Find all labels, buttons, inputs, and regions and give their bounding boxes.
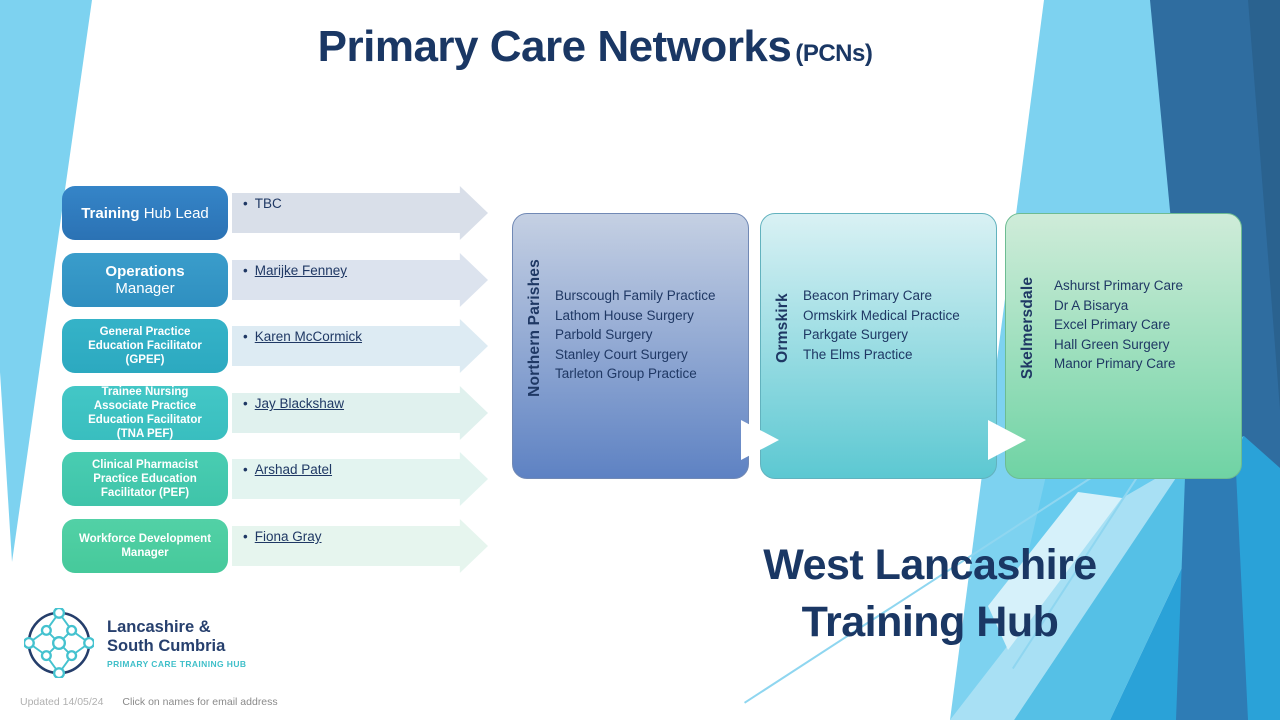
- role-arrow: • Fiona Gray: [232, 519, 488, 573]
- bullet-icon: •: [243, 196, 248, 211]
- pcn-label: Skelmersdale: [1019, 276, 1036, 379]
- practice-item: Stanley Court Surgery: [555, 346, 688, 362]
- practice-item: Dr A Bisarya: [1054, 297, 1129, 313]
- role-arrow: • Karen McCormick: [232, 319, 488, 373]
- role-row-workforce-development-manager: Workforce Development Manager • Fiona Gra…: [62, 519, 492, 573]
- role-row-tna-pef: Trainee Nursing Associate Practice Educa…: [62, 386, 492, 440]
- logo-name-line-1: Lancashire &: [107, 617, 211, 636]
- role-arrow: • Jay Blackshaw: [232, 386, 488, 440]
- person-name: TBC: [254, 196, 282, 211]
- bullet-icon: •: [243, 329, 248, 344]
- role-label: Training Hub Lead: [81, 204, 209, 222]
- page-title: Primary Care Networks (PCNs): [230, 22, 960, 72]
- role-arrow: • Marijke Fenney: [232, 253, 488, 307]
- logo-name-line-2: South Cumbria: [107, 636, 226, 655]
- practice-item: Excel Primary Care: [1054, 317, 1171, 332]
- subtitle: West Lancashire Training Hub: [700, 537, 1160, 651]
- bullet-icon: •: [243, 529, 248, 544]
- subtitle-line-2: Training Hub: [801, 598, 1059, 646]
- bullet-icon: •: [243, 396, 248, 411]
- role-label: General Practice Education Facilitator (…: [88, 326, 202, 366]
- person-name-link[interactable]: Karen McCormick: [254, 329, 363, 344]
- person-name-link[interactable]: Jay Blackshaw: [254, 396, 345, 411]
- role-row-clinical-pharmacist-pef: Clinical Pharmacist Practice Education F…: [62, 452, 492, 506]
- subtitle-line-1: West Lancashire: [763, 541, 1097, 589]
- role-label: Workforce Development Manager: [78, 533, 212, 559]
- practice-item: Hall Green Surgery: [1054, 336, 1170, 352]
- practice-item: The Elms Practice: [803, 346, 913, 362]
- practice-item: Beacon Primary Care: [803, 288, 933, 303]
- practice-list: Burscough Family Practice Lathom House S…: [555, 286, 716, 384]
- page-title-main: Primary Care Networks: [317, 22, 792, 71]
- role-box: Training Hub Lead: [62, 186, 228, 240]
- footer: Updated 14/05/24 Click on names for emai…: [20, 696, 278, 708]
- practice-list: Beacon Primary Care Ormskirk Medical Pra…: [803, 286, 960, 364]
- person-name-link[interactable]: Arshad Patel: [254, 462, 333, 477]
- role-arrow: • Arshad Patel: [232, 452, 488, 506]
- role-row-operations-manager: Operations Manager • Marijke Fenney: [62, 253, 492, 307]
- logo-text: Lancashire & South Cumbria PRIMARY CARE …: [107, 618, 246, 669]
- practice-item: Ashurst Primary Care: [1054, 278, 1184, 293]
- footer-note: Click on names for email address: [122, 696, 278, 708]
- bullet-icon: •: [243, 263, 248, 278]
- practice-item: Manor Primary Care: [1054, 356, 1176, 371]
- pcn-panel-skelmersdale: Skelmersdale Ashurst Primary Care Dr A B…: [1005, 213, 1242, 479]
- role-arrow: • TBC: [232, 186, 488, 240]
- pcn-panel-ormskirk: Ormskirk Beacon Primary Care Ormskirk Me…: [760, 213, 997, 479]
- bullet-icon: •: [243, 462, 248, 477]
- role-box: Operations Manager: [62, 253, 228, 307]
- practice-list: Ashurst Primary Care Dr A Bisarya Excel …: [1054, 276, 1183, 374]
- role-box: Trainee Nursing Associate Practice Educa…: [62, 386, 228, 440]
- practice-item: Ormskirk Medical Practice: [803, 307, 960, 323]
- person-name-link[interactable]: Marijke Fenney: [254, 263, 348, 278]
- page-title-suffix: (PCNs): [795, 40, 873, 67]
- pcn-label: Northern Parishes: [526, 258, 543, 397]
- role-row-gpef: General Practice Education Facilitator (…: [62, 319, 492, 373]
- role-label: Operations Manager: [105, 263, 185, 297]
- logo-tagline: PRIMARY CARE TRAINING HUB: [107, 658, 247, 669]
- role-box: General Practice Education Facilitator (…: [62, 319, 228, 373]
- pcn-label: Ormskirk: [774, 292, 791, 363]
- role-box: Clinical Pharmacist Practice Education F…: [62, 452, 228, 506]
- person-name-link[interactable]: Fiona Gray: [254, 529, 322, 544]
- logo-network-icon: [24, 608, 94, 678]
- practice-item: Parkgate Surgery: [803, 327, 909, 342]
- practice-item: Lathom House Surgery: [555, 307, 694, 323]
- practice-item: Tarleton Group Practice: [555, 366, 697, 381]
- role-label: Clinical Pharmacist Practice Education F…: [91, 459, 199, 499]
- role-label: Trainee Nursing Associate Practice Educa…: [88, 386, 202, 440]
- updated-date: Updated 14/05/24: [20, 696, 104, 708]
- logo: Lancashire & South Cumbria PRIMARY CARE …: [24, 608, 246, 678]
- role-box: Workforce Development Manager: [62, 519, 228, 573]
- pcn-panel-northern-parishes: Northern Parishes Burscough Family Pract…: [512, 213, 749, 479]
- practice-item: Burscough Family Practice: [555, 288, 716, 303]
- practice-item: Parbold Surgery: [555, 327, 653, 342]
- role-row-training-hub-lead: Training Hub Lead • TBC: [62, 186, 492, 240]
